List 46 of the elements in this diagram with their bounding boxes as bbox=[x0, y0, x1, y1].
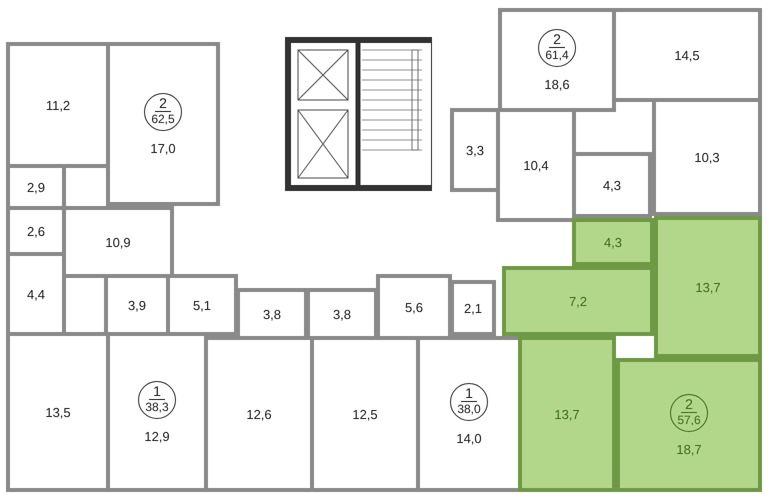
apartment-marker bbox=[670, 394, 708, 432]
apartment-marker bbox=[538, 28, 576, 66]
room-area: 10,3 bbox=[694, 150, 720, 164]
room-area: 12,9 bbox=[144, 428, 170, 444]
apartment-area: 38,3 bbox=[145, 400, 169, 415]
room-area: 12,5 bbox=[352, 406, 378, 422]
room-area: 2,6 bbox=[26, 224, 46, 238]
room-count: 1 bbox=[149, 384, 165, 400]
room-count: 2 bbox=[681, 397, 697, 413]
apartment-area: 57,6 bbox=[677, 413, 701, 428]
room-area: 18,7 bbox=[676, 442, 702, 456]
apartment-area: 62,5 bbox=[151, 112, 175, 127]
room-area: 10,4 bbox=[523, 158, 549, 172]
room bbox=[498, 8, 616, 112]
room-count: 2 bbox=[155, 96, 171, 112]
room-area: 11,2 bbox=[46, 98, 70, 112]
apartment-area: 61,4 bbox=[545, 48, 569, 63]
room-area: 3,3 bbox=[466, 142, 484, 158]
apartment-marker bbox=[144, 92, 182, 130]
room-count: 2 bbox=[549, 32, 565, 48]
room-area: 14,5 bbox=[674, 48, 700, 62]
room-area: 5,6 bbox=[404, 300, 424, 314]
room bbox=[106, 42, 220, 206]
room-area: 13,7 bbox=[695, 280, 721, 294]
room-area: 4,3 bbox=[604, 234, 622, 250]
room-area: 4,4 bbox=[26, 286, 46, 302]
room-area: 5,1 bbox=[192, 298, 212, 312]
room-count: 1 bbox=[461, 386, 477, 402]
room-area: 10,9 bbox=[105, 234, 131, 250]
room-area: 17,0 bbox=[150, 140, 176, 156]
room-area: 4,3 bbox=[602, 178, 622, 192]
apartment-marker bbox=[138, 380, 176, 418]
room-area: 13,7 bbox=[554, 406, 580, 422]
room-area: 3,9 bbox=[128, 298, 146, 312]
room-area: 18,6 bbox=[544, 76, 570, 92]
room-area: 3,8 bbox=[332, 306, 352, 322]
room-area: 2,1 bbox=[464, 300, 482, 316]
room bbox=[450, 280, 496, 336]
apartment-marker bbox=[450, 382, 488, 420]
room-area: 14,0 bbox=[456, 430, 482, 446]
room-area: 7,2 bbox=[568, 294, 588, 308]
apartment-area: 38,0 bbox=[457, 402, 481, 417]
room-area: 2,9 bbox=[26, 180, 46, 194]
room-area: 13,5 bbox=[45, 404, 71, 420]
room-area: 3,8 bbox=[262, 306, 282, 322]
room-area: 12,6 bbox=[246, 406, 272, 422]
